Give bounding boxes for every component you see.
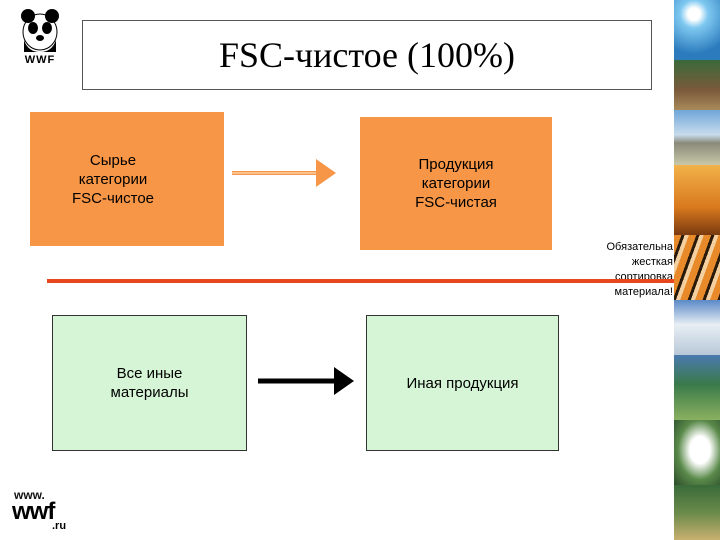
panda-icon: [21, 9, 59, 52]
nature-photo-strip: [674, 0, 720, 540]
website-logo: www. wwf .ru: [12, 488, 76, 532]
snowy-trees-photo: [674, 300, 720, 355]
sunset-grass-photo: [674, 165, 720, 235]
slide-title: FSC-чистое (100%): [218, 35, 516, 75]
sky-photo: [674, 0, 720, 60]
crane-photo: [674, 420, 720, 485]
fsc-product-box: Продукция категории FSC-чистая: [360, 117, 552, 250]
tiger-photo: [674, 235, 720, 300]
mountain-photo: [674, 110, 720, 165]
landscape-photo: [674, 485, 720, 540]
horse-photo: [674, 60, 720, 110]
other-products-box: Иная продукция: [366, 315, 559, 451]
separator-line: [47, 279, 675, 283]
sorting-note: Обязательна жесткая сортировка материала…: [606, 241, 674, 298]
wwf-logo-text: WWF: [24, 54, 56, 66]
title-box: FSC-чистое (100%): [82, 20, 652, 90]
website-name: wwf: [12, 498, 55, 525]
website-www: www.: [14, 488, 45, 502]
black-arrow-icon: [258, 367, 354, 395]
other-materials-box: Все иные материалы: [52, 315, 247, 451]
orange-arrow-icon: [232, 159, 336, 187]
website-tld: .ru: [52, 520, 67, 532]
wwf-logo: WWF: [14, 8, 66, 70]
raw-material-box: Сырье категории FSC-чистое: [30, 112, 224, 246]
valley-photo: [674, 355, 720, 420]
